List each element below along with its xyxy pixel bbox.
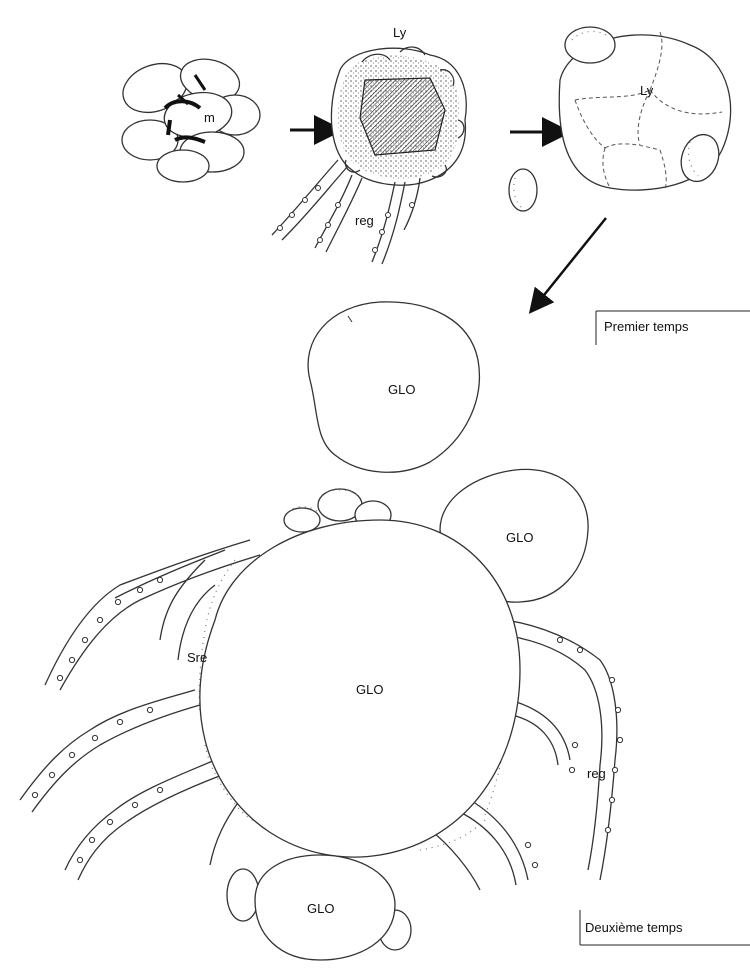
stage-first-label: Premier temps [604,319,689,334]
label-m: m [204,110,215,125]
label-reg-right: reg [587,766,606,781]
label-glo-upper-right: GLO [506,530,533,545]
stage-second-label: Deuxième temps [585,920,683,935]
small-cell [509,169,537,211]
cell-cluster-m [116,53,260,182]
label-sre: Sre [187,650,207,665]
large-lymphoid-cluster [559,27,730,190]
label-ly-right: Ly [640,83,654,98]
label-glo-top: GLO [388,382,415,397]
arrow-stage-3 [532,218,606,310]
lymphoid-cluster [331,47,466,185]
label-glo-bottom: GLO [307,901,334,916]
label-glo-center: GLO [356,682,383,697]
label-reg-top: reg [355,213,374,228]
label-ly-top: Ly [393,25,407,40]
